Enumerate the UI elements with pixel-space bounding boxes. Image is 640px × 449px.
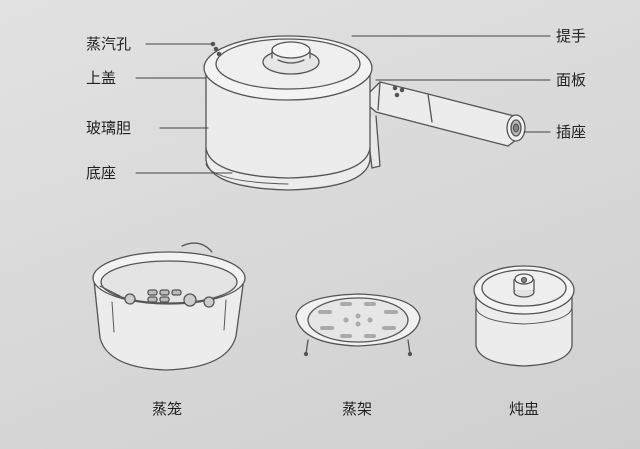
socket-end: [506, 114, 526, 142]
pot-lid: [203, 35, 373, 101]
label-panel: 面板: [556, 71, 587, 89]
steamer-basket-drawing: [92, 242, 246, 371]
label-handle: 提手: [556, 27, 587, 45]
label-lid: 上盖: [86, 69, 117, 87]
label-glass-liner: 玻璃胆: [86, 119, 132, 137]
caption-steamer-basket: 蒸笼: [152, 400, 183, 418]
pot-handle-arm: [361, 81, 525, 169]
stew-pot-drawing: [473, 265, 575, 367]
steam-rack-drawing: [295, 293, 421, 357]
label-socket: 插座: [556, 123, 587, 141]
caption-stew-pot: 炖盅: [509, 400, 540, 418]
label-steam-hole: 蒸汽孔: [86, 35, 132, 53]
leader-lines: [135, 35, 551, 174]
electric-pot-drawing: [135, 35, 551, 191]
label-base: 底座: [86, 164, 117, 182]
caption-steam-rack: 蒸架: [342, 400, 373, 418]
